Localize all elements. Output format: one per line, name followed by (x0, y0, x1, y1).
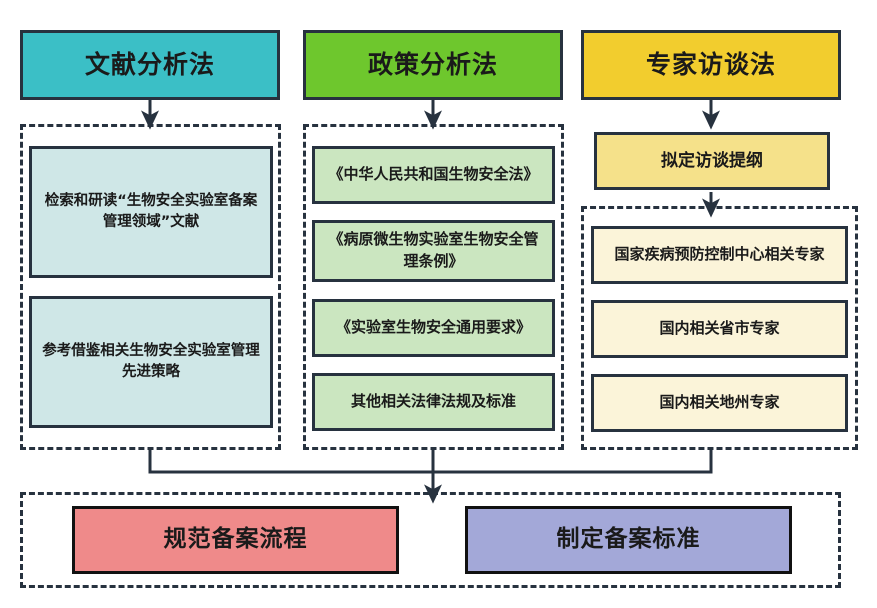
literature-item-1-label: 检索和研读“生物安全实验室备案管理领域”文献 (44, 192, 258, 230)
policy-item-3[interactable]: 《实验室生物安全通用要求》 (312, 299, 555, 357)
outcome-standard[interactable]: 制定备案标准 (465, 506, 792, 574)
group-outcomes (20, 492, 841, 588)
expert-intermediate-label: 拟定访谈提纲 (661, 150, 763, 171)
column-header-literature-label: 文献分析法 (84, 49, 215, 79)
policy-item-3-label: 《实验室生物安全通用要求》 (335, 318, 531, 337)
column-header-expert[interactable]: 专家访谈法 (581, 30, 841, 100)
policy-item-1[interactable]: 《中华人民共和国生物安全法》 (312, 146, 555, 204)
expert-item-1-label: 国家疾病预防控制中心相关专家 (614, 245, 825, 264)
policy-item-4[interactable]: 其他相关法律法规及标准 (312, 373, 555, 431)
literature-item-2[interactable]: 参考借鉴相关生物安全实验室管理先进策略 (29, 296, 273, 428)
outcome-process[interactable]: 规范备案流程 (72, 506, 399, 574)
expert-item-2[interactable]: 国内相关省市专家 (591, 300, 848, 358)
column-header-literature[interactable]: 文献分析法 (20, 30, 280, 100)
policy-item-2-label: 《病原微生物实验室生物安全管理条例》 (328, 230, 539, 270)
column-header-policy-label: 政策分析法 (367, 49, 498, 79)
outcome-process-label: 规范备案流程 (163, 526, 308, 553)
expert-item-2-label: 国内相关省市专家 (659, 319, 780, 338)
policy-item-4-label: 其他相关法律法规及标准 (350, 392, 516, 411)
group-literature (20, 124, 281, 450)
column-header-expert-label: 专家访谈法 (645, 49, 776, 79)
group-policy (303, 124, 564, 450)
expert-item-1[interactable]: 国家疾病预防控制中心相关专家 (591, 226, 848, 284)
expert-item-3[interactable]: 国内相关地州专家 (591, 374, 848, 432)
column-header-policy[interactable]: 政策分析法 (303, 30, 563, 100)
policy-item-2[interactable]: 《病原微生物实验室生物安全管理条例》 (312, 220, 555, 282)
group-expert (581, 206, 858, 450)
expert-item-3-label: 国内相关地州专家 (659, 393, 780, 412)
outcome-standard-label: 制定备案标准 (556, 526, 701, 553)
expert-intermediate-box[interactable]: 拟定访谈提纲 (594, 132, 830, 190)
literature-item-2-label: 参考借鉴相关生物安全实验室管理先进策略 (42, 342, 260, 380)
policy-item-1-label: 《中华人民共和国生物安全法》 (328, 165, 539, 184)
literature-item-1[interactable]: 检索和研读“生物安全实验室备案管理领域”文献 (29, 146, 273, 278)
